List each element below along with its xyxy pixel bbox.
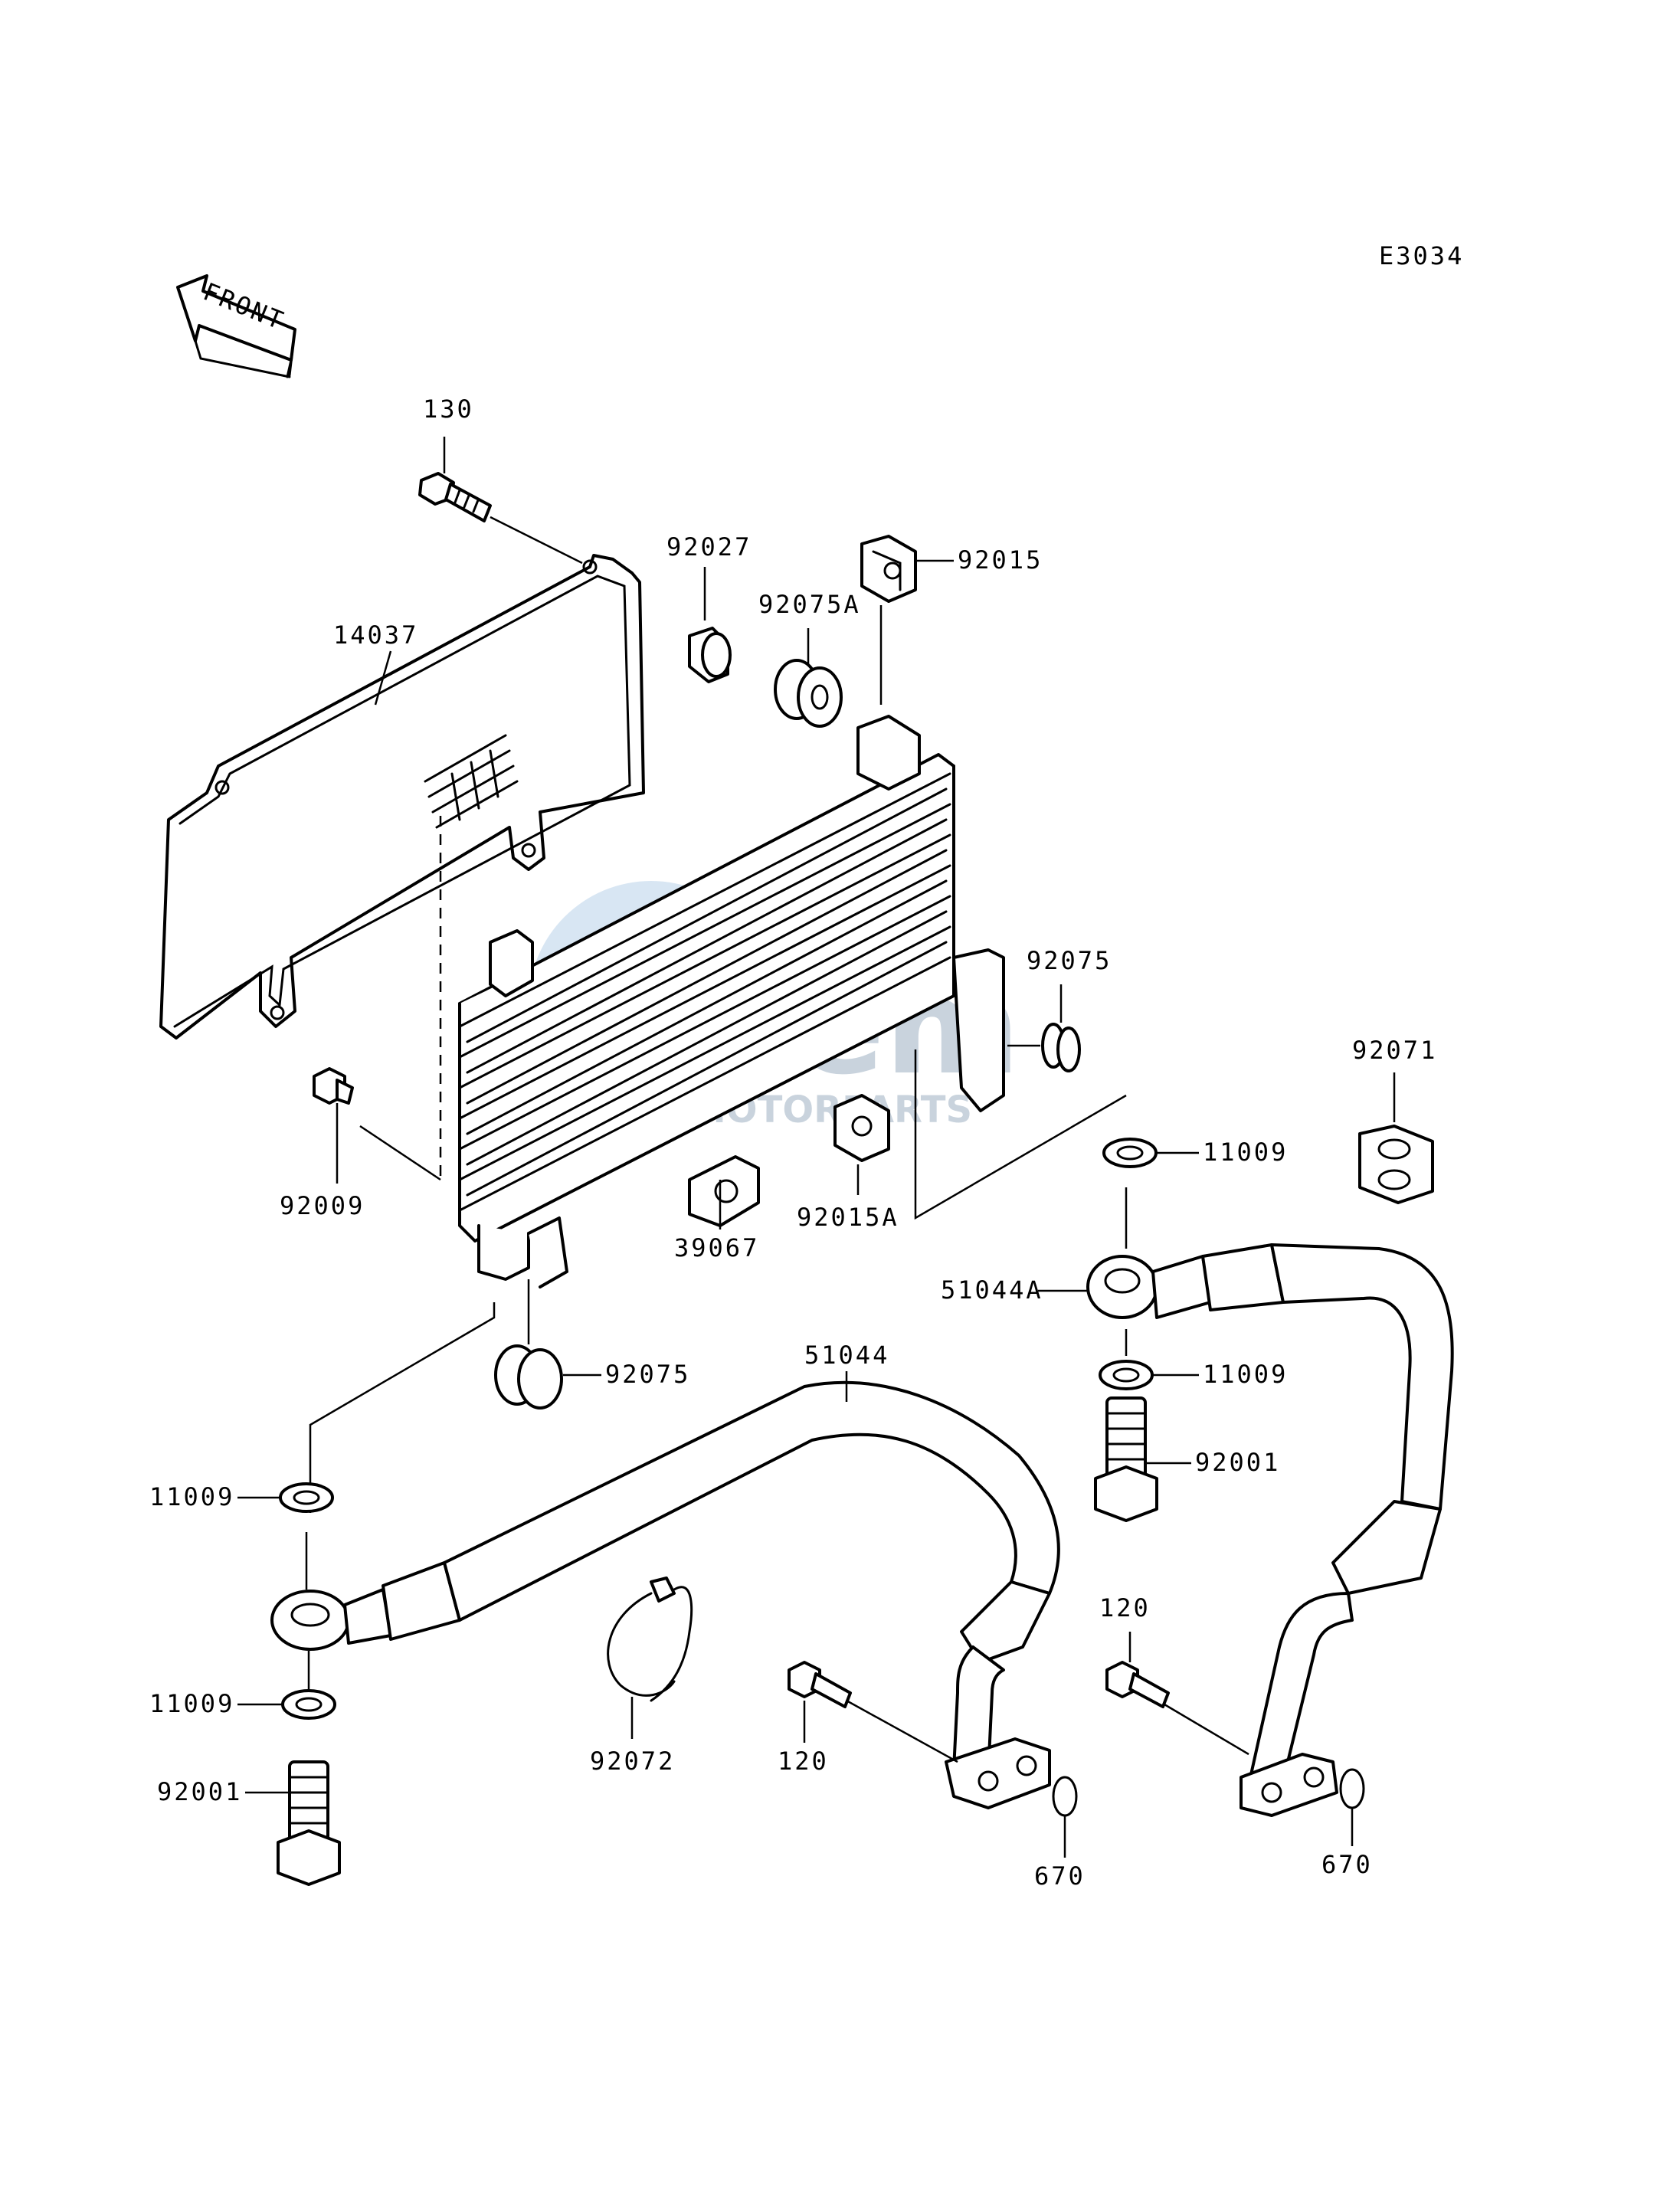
label-92001-right: 92001 (1195, 1448, 1280, 1477)
oil-cooler-core-icon (458, 715, 1005, 1288)
washer-11009-left-upper-icon (279, 1482, 334, 1513)
washer-11009-right-lower-icon (1099, 1360, 1154, 1390)
label-120-right: 120 (1099, 1593, 1151, 1622)
label-92015: 92015 (958, 545, 1043, 575)
clip-nut-92015a-icon (833, 1094, 890, 1162)
label-92071: 92071 (1352, 1036, 1437, 1065)
label-92027: 92027 (666, 532, 752, 562)
grommet-92027-icon (688, 627, 732, 683)
label-92009: 92009 (280, 1191, 365, 1220)
label-92075-upper: 92075 (1027, 946, 1112, 975)
label-92072: 92072 (590, 1747, 675, 1776)
front-arrow-icon: FRONT (176, 274, 296, 378)
label-14037: 14037 (333, 620, 418, 650)
bolt-130-icon (418, 472, 492, 522)
label-51044: 51044 (804, 1341, 889, 1370)
o-ring-670-left-icon (1052, 1776, 1078, 1817)
label-11009-right-lower: 11009 (1203, 1360, 1288, 1389)
label-11009-right-upper: 11009 (1203, 1138, 1288, 1167)
label-92075A: 92075A (758, 590, 861, 619)
screen-14037-icon (159, 554, 645, 1040)
banjo-bolt-92001-left-icon (277, 1760, 341, 1886)
label-670-right: 670 (1321, 1850, 1373, 1879)
washer-11009-left-lower-icon (281, 1689, 336, 1720)
label-92001-left: 92001 (157, 1777, 242, 1806)
grommet-92075-lower-icon (494, 1344, 563, 1410)
label-39067: 39067 (674, 1233, 759, 1262)
diagram-code: E3034 (1379, 241, 1464, 270)
label-92075-lower: 92075 (605, 1360, 690, 1389)
label-120-left: 120 (778, 1747, 829, 1776)
label-11009-left-lower: 11009 (149, 1689, 234, 1718)
clamp-block-92071-icon (1358, 1125, 1434, 1204)
washer-11009-right-upper-icon (1102, 1138, 1158, 1168)
o-ring-670-right-icon (1339, 1768, 1365, 1809)
oil-hose-51044a-icon (1086, 1243, 1454, 1817)
bolt-120-left-icon (788, 1661, 852, 1708)
label-51044A: 51044A (941, 1275, 1043, 1305)
screw-92009-icon (313, 1067, 354, 1105)
oil-hose-51044-icon (270, 1380, 1060, 1809)
grommet-92075-upper-icon (1041, 1023, 1081, 1072)
grommet-92075a-icon (774, 659, 843, 728)
clamp-band-92072-icon (607, 1577, 693, 1702)
label-92015A: 92015A (797, 1203, 899, 1232)
label-670-left: 670 (1034, 1861, 1086, 1891)
label-130: 130 (423, 395, 474, 424)
label-11009-left-upper: 11009 (149, 1482, 234, 1511)
bolt-120-right-icon (1105, 1661, 1170, 1708)
clip-nut-92015-icon (860, 535, 917, 603)
banjo-bolt-92001-right-icon (1094, 1396, 1158, 1522)
